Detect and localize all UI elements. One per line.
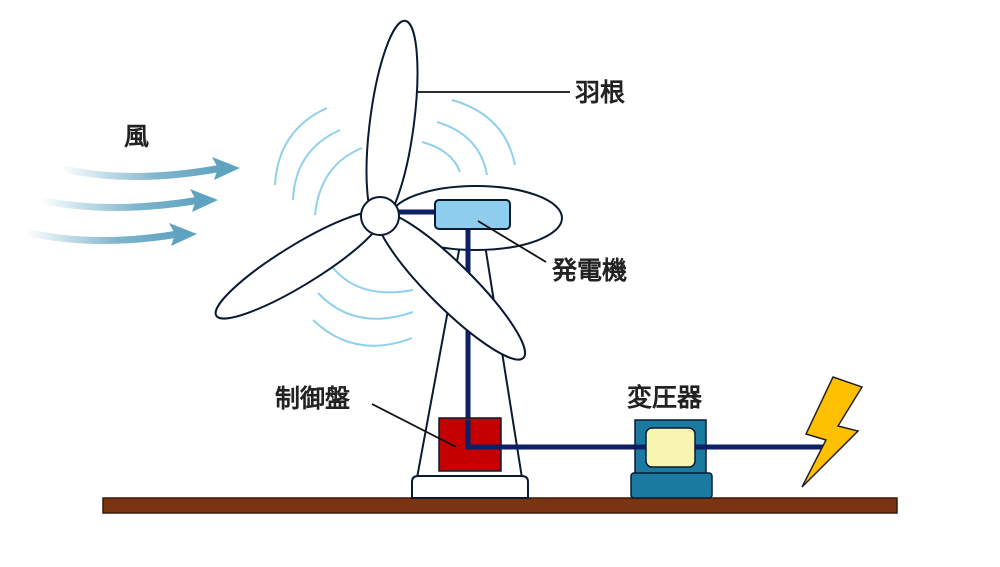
ground <box>102 497 898 514</box>
tower-base <box>411 475 529 499</box>
wind-arrow <box>56 164 226 180</box>
lightning-icon <box>801 376 864 488</box>
transformer-core <box>645 427 696 468</box>
arrow-head-icon <box>190 189 218 212</box>
blade-label: 羽根 <box>575 78 626 107</box>
wind-label: 風 <box>124 122 150 151</box>
wind-arrow-heads <box>169 157 240 246</box>
rotor-hub <box>360 196 400 236</box>
generator-label: 発電機 <box>552 256 628 285</box>
leader-lines <box>371 91 570 448</box>
wind-arrows <box>21 164 226 245</box>
transformer <box>630 419 713 499</box>
transformer-label: 変圧器 <box>627 383 703 412</box>
wind-arrow <box>21 228 182 245</box>
control-panel-label: 制御盤 <box>275 384 351 413</box>
arrow-head-icon <box>212 157 240 180</box>
wind-arrow <box>36 196 204 211</box>
generator <box>434 199 511 230</box>
rotation-swirls <box>274 99 516 347</box>
arrow-head-icon <box>169 223 197 246</box>
